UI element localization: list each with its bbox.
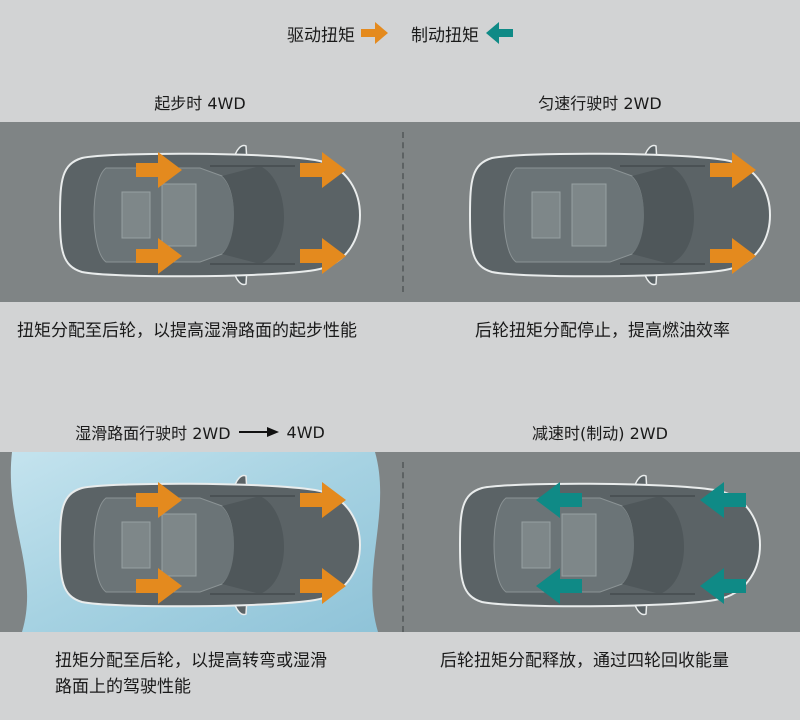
title-part-2wd: 湿滑路面行驶时 2WD xyxy=(75,424,231,443)
front-seat xyxy=(561,513,597,577)
rear-seat xyxy=(121,521,151,569)
car-top-view xyxy=(468,144,772,286)
title-part-4wd: 4WD xyxy=(286,422,325,442)
road-divider-1 xyxy=(402,132,404,292)
rear-seat xyxy=(531,191,561,239)
front-seat xyxy=(571,183,607,247)
car-scene-wet xyxy=(58,474,362,616)
panel-caption-wet: 扭矩分配至后轮，以提高转弯或湿滑 路面上的驾驶性能 xyxy=(55,648,395,700)
teal-arrow-left-icon xyxy=(486,22,513,44)
torque-arrows xyxy=(136,482,346,604)
car-windshield xyxy=(222,166,285,264)
road-divider-2 xyxy=(402,462,404,632)
panel-caption-start: 扭矩分配至后轮，以提高湿滑路面的起步性能 xyxy=(17,318,397,344)
front-seat xyxy=(161,183,197,247)
car-scene-start xyxy=(58,144,362,286)
caption-line: 扭矩分配至后轮，以提高转弯或湿滑 xyxy=(55,651,327,671)
legend-brake-torque: 制动扭矩 xyxy=(411,21,513,46)
legend: 驱动扭矩 制动扭矩 xyxy=(0,18,800,48)
torque-arrows xyxy=(710,152,756,274)
black-arrow-right-icon xyxy=(238,427,279,437)
brake-torque-arrow xyxy=(700,568,746,604)
caption-line: 扭矩分配至后轮，以提高湿滑路面的起步性能 xyxy=(17,321,357,341)
torque-arrows xyxy=(536,482,746,604)
drive-torque-arrow xyxy=(300,482,346,518)
rear-seat xyxy=(121,191,151,239)
torque-arrows xyxy=(136,152,346,274)
car-top-view xyxy=(458,474,762,616)
car-windshield xyxy=(222,496,285,594)
drive-torque-arrow xyxy=(710,152,756,188)
panel-title-cruise-2wd: 匀速行驶时 2WD xyxy=(538,94,662,113)
panel-title-decel-2wd: 减速时(制动) 2WD xyxy=(532,424,668,443)
car-top-view xyxy=(58,144,362,286)
legend-brake-label: 制动扭矩 xyxy=(411,25,479,46)
panel-title-wet-2wd-4wd: 湿滑路面行驶时 2WD 4WD xyxy=(0,420,400,444)
panel-title-start-4wd: 起步时 4WD xyxy=(154,94,246,113)
drive-torque-arrow xyxy=(136,238,182,274)
front-seat xyxy=(161,513,197,577)
drive-torque-arrow xyxy=(300,152,346,188)
caption-line: 后轮扭矩分配停止，提高燃油效率 xyxy=(475,321,730,341)
caption-line: 路面上的驾驶性能 xyxy=(55,677,191,697)
brake-torque-arrow xyxy=(536,482,582,518)
orange-arrow-right-icon xyxy=(361,22,388,44)
drive-torque-arrow xyxy=(300,568,346,604)
car-scene-cruise xyxy=(468,144,772,286)
legend-drive-torque: 驱动扭矩 xyxy=(287,21,389,46)
car-windshield xyxy=(622,496,685,594)
brake-torque-arrow xyxy=(700,482,746,518)
legend-drive-label: 驱动扭矩 xyxy=(287,25,355,46)
drive-torque-arrow xyxy=(136,152,182,188)
car-top-view xyxy=(58,474,362,616)
drive-torque-arrow xyxy=(136,568,182,604)
panel-caption-decel: 后轮扭矩分配释放，通过四轮回收能量 xyxy=(440,648,790,674)
car-windshield xyxy=(632,166,695,264)
car-scene-decel xyxy=(458,474,762,616)
caption-line: 后轮扭矩分配释放，通过四轮回收能量 xyxy=(440,651,729,671)
drive-torque-arrow xyxy=(136,482,182,518)
panel-caption-cruise: 后轮扭矩分配停止，提高燃油效率 xyxy=(475,318,795,344)
drive-torque-arrow xyxy=(300,238,346,274)
brake-torque-arrow xyxy=(536,568,582,604)
drive-torque-arrow xyxy=(710,238,756,274)
rear-seat xyxy=(521,521,551,569)
